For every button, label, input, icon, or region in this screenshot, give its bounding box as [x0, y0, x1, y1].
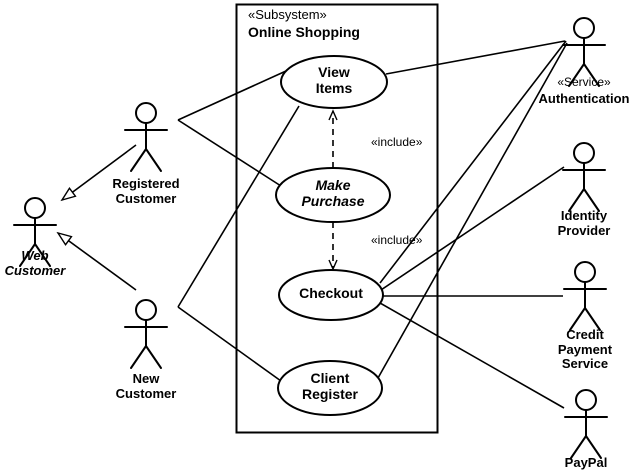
generalization-lines	[58, 144, 137, 291]
use-case-label-make-purchase: Make Purchase	[301, 177, 365, 209]
use-case-shapes	[275, 55, 391, 416]
use-case-label-client-register: Client Register	[301, 370, 359, 402]
use-case-client-register[interactable]	[277, 360, 383, 416]
actor-leg-right	[145, 345, 162, 369]
actor-leg-left	[130, 345, 147, 369]
actor-leg-left	[19, 243, 36, 267]
actor-leg-right	[583, 188, 600, 212]
actor-stereotype-authentication: «Service»	[557, 75, 611, 89]
association-new-customer-view-items	[177, 105, 300, 308]
association-registered-customer-view-items	[177, 70, 287, 121]
actor-identity-provider[interactable]	[562, 142, 606, 212]
actor-new-customer[interactable]	[124, 299, 168, 369]
actor-head	[135, 299, 157, 321]
actor-web-customer[interactable]	[13, 197, 57, 267]
association-client-register-authentication	[377, 42, 568, 379]
association-new-customer-client-register	[177, 306, 282, 382]
subsystem-stereotype: «Subsystem»	[248, 7, 327, 22]
actor-leg-right	[583, 63, 600, 87]
association-checkout-paypal	[379, 302, 565, 409]
actor-label-web-customer: Web Customer	[4, 248, 66, 278]
association-checkout-authentication	[379, 40, 567, 284]
use-case-label-checkout: Checkout	[299, 285, 363, 301]
use-case-make-purchase[interactable]	[275, 167, 391, 223]
use-case-checkout[interactable]	[278, 269, 384, 321]
actor-authentication[interactable]	[562, 17, 606, 87]
actor-head	[135, 102, 157, 124]
actor-label-identity-provider: Identity Provider	[557, 208, 611, 238]
actor-credit-payment-service[interactable]	[563, 261, 607, 331]
actor-leg-left	[570, 435, 587, 459]
include-label-make-purchase-includes-view-items: «include»	[371, 135, 423, 149]
actor-label-registered-customer: Registered Customer	[112, 176, 180, 206]
actor-head	[573, 142, 595, 164]
actor-leg-left	[568, 63, 585, 87]
actor-leg-right	[584, 307, 601, 331]
actor-leg-left	[569, 307, 586, 331]
generalization-new-customer-web-customer	[58, 233, 137, 291]
actor-leg-right	[34, 243, 51, 267]
actor-paypal[interactable]	[564, 389, 608, 459]
association-view-items-authentication	[385, 40, 566, 75]
subsystem-boundary	[235, 3, 439, 434]
actor-head	[24, 197, 46, 219]
generalization-registered-customer-web-customer	[62, 144, 137, 200]
actor-leg-left	[568, 188, 585, 212]
include-label-make-purchase-includes-checkout: «include»	[371, 233, 423, 247]
actor-leg-right	[145, 148, 162, 172]
actor-label-paypal: PayPal	[564, 455, 608, 470]
actor-label-new-customer: New Customer	[115, 371, 177, 401]
actor-head	[574, 261, 596, 283]
association-registered-customer-make-purchase	[177, 119, 282, 187]
use-case-view-items[interactable]	[280, 55, 388, 109]
association-checkout-identity-provider	[380, 166, 565, 291]
actor-head	[575, 389, 597, 411]
actor-head	[573, 17, 595, 39]
actor-leg-left	[130, 148, 147, 172]
actor-shapes	[13, 17, 608, 459]
actor-registered-customer[interactable]	[124, 102, 168, 172]
actor-leg-right	[585, 435, 602, 459]
subsystem-title: Online Shopping	[248, 24, 360, 40]
actor-label-authentication: Authentication	[538, 91, 630, 106]
association-lines	[177, 40, 568, 409]
use-case-label-view-items: View Items	[315, 64, 353, 96]
actor-label-credit-payment-service: Credit Payment Service	[557, 327, 613, 372]
